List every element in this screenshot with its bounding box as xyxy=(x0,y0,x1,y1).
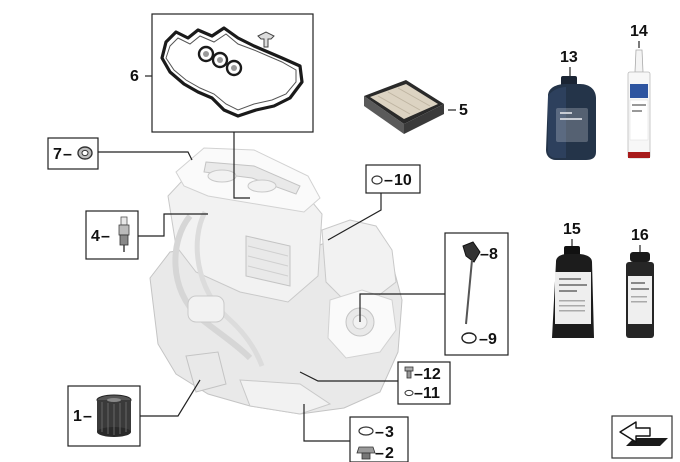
callout-10-dash: – xyxy=(384,172,393,189)
callout-6-valve-cover-gasket[interactable] xyxy=(145,13,314,133)
callout-5-label: 5 xyxy=(459,102,468,119)
drain-plug-icon xyxy=(356,446,376,460)
callout-6-label: 6 xyxy=(130,68,139,85)
washer-icon xyxy=(404,389,414,397)
callout-4-label: 4 xyxy=(91,228,100,245)
callout-7-box[interactable]: 7 – xyxy=(47,137,99,170)
callout-13-engine-oil[interactable]: 13 xyxy=(546,49,596,160)
leader-lines xyxy=(98,132,445,442)
callout-2-3-box[interactable]: – 3 – 2 xyxy=(349,416,409,462)
callout-12-label: 12 xyxy=(423,366,441,383)
callout-2-label: 2 xyxy=(385,445,394,462)
callout-4-box[interactable]: 4 – xyxy=(85,210,139,260)
o-ring-icon xyxy=(77,146,93,160)
callout-8-dash: – xyxy=(480,246,489,263)
callout-1-dash: – xyxy=(83,408,92,425)
sealing-ring-icon xyxy=(358,426,374,436)
callout-7-dash: – xyxy=(63,146,72,163)
callout-15-label: 15 xyxy=(563,221,581,238)
callout-16-label: 16 xyxy=(631,227,649,244)
callout-4-dash: – xyxy=(101,228,110,245)
callout-11-dash: – xyxy=(414,385,423,402)
callout-1-label: 1 xyxy=(73,408,82,425)
callout-1-box[interactable]: 1 – xyxy=(67,385,141,447)
callout-16-spray-can[interactable]: 16 xyxy=(626,227,654,338)
callout-15-fluid-bottle[interactable]: 15 xyxy=(552,221,594,338)
callout-11-12-box[interactable]: – 12 – 11 xyxy=(397,361,451,405)
callout-3-dash: – xyxy=(375,424,384,441)
screw-icon xyxy=(404,366,414,379)
callout-2-dash: – xyxy=(375,445,384,462)
callout-11-label: 11 xyxy=(423,385,440,402)
o-ring-icon xyxy=(461,332,477,344)
callout-13-label: 13 xyxy=(560,49,578,66)
callout-14-label: 14 xyxy=(630,23,648,40)
callout-3-label: 3 xyxy=(385,424,394,441)
callout-7-label: 7 xyxy=(53,146,62,163)
callout-8-9-box[interactable]: – 8 – 9 xyxy=(444,232,509,356)
oil-filter-icon xyxy=(96,394,132,437)
callout-12-dash: – xyxy=(414,366,423,383)
callout-10-box[interactable]: – 10 xyxy=(365,164,421,194)
callout-14-sealant-tube[interactable]: 14 xyxy=(627,23,651,159)
spark-plug-icon xyxy=(118,216,130,252)
arrow-tray-icon[interactable] xyxy=(611,415,673,459)
seal-ring-icon xyxy=(371,175,383,185)
dipstick-icon xyxy=(462,241,481,325)
callout-8-label: 8 xyxy=(489,246,498,263)
engine-assembly xyxy=(149,147,403,415)
callout-9-dash: – xyxy=(479,331,488,348)
callout-10-label: 10 xyxy=(394,172,412,189)
callout-5-air-filter[interactable] xyxy=(364,80,456,134)
callout-9-label: 9 xyxy=(488,331,497,348)
